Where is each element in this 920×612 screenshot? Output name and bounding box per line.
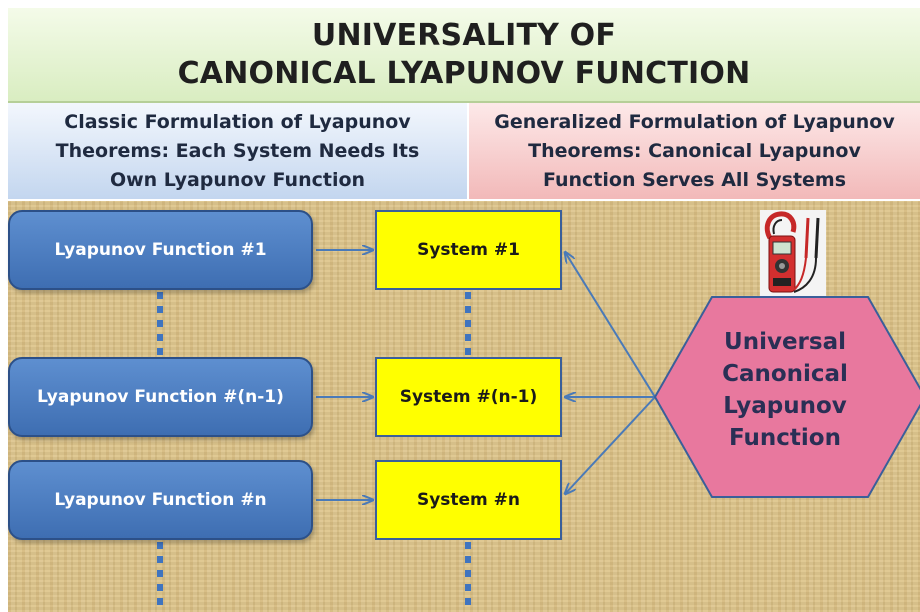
universal-label-line-2: Canonical — [722, 361, 848, 387]
lyapunov-function-label: Lyapunov Function #n — [54, 490, 267, 510]
clamp-meter-icon — [760, 210, 826, 296]
lyapunov-function-box-n-minus-1: Lyapunov Function #(n-1) — [8, 357, 313, 437]
title-line-1: UNIVERSALITY OF — [311, 17, 617, 53]
lyapunov-function-box-n: Lyapunov Function #n — [8, 460, 313, 540]
lyapunov-function-label: Lyapunov Function #(n-1) — [37, 387, 284, 407]
universal-to-system-arrows — [565, 252, 656, 494]
universal-function-label: Universal Canonical Lyapunov Function — [690, 326, 880, 454]
system-box-n: System #n — [375, 460, 562, 540]
generalized-formulation-header: Generalized Formulation of Lyapunov Theo… — [469, 103, 920, 199]
universal-hexagon — [653, 296, 920, 498]
classic-header-line-1: Classic Formulation of Lyapunov — [64, 110, 411, 133]
classic-formulation-header: Classic Formulation of Lyapunov Theorems… — [8, 103, 467, 199]
system-box-n-minus-1: System #(n-1) — [375, 357, 562, 437]
lyapunov-function-box-1: Lyapunov Function #1 — [8, 210, 313, 290]
title-line-2: CANONICAL LYAPUNOV FUNCTION — [177, 55, 751, 91]
generalized-header-line-2: Theorems: Canonical Lyapunov — [528, 139, 861, 162]
dotted-continuation-lines — [157, 292, 471, 612]
title-band: UNIVERSALITY OF CANONICAL LYAPUNOV FUNCT… — [8, 8, 920, 103]
classic-header-line-3: Own Lyapunov Function — [109, 168, 366, 191]
universal-label-line-3: Lyapunov — [723, 393, 847, 419]
universal-label-line-1: Universal — [724, 329, 846, 355]
classic-header-line-2: Theorems: Each System Needs Its — [55, 139, 420, 162]
generalized-header-line-1: Generalized Formulation of Lyapunov — [494, 110, 895, 133]
lyapunov-function-label: Lyapunov Function #1 — [54, 240, 267, 260]
system-label: System #n — [416, 490, 521, 510]
universal-label-line-4: Function — [728, 425, 841, 451]
system-label: System #1 — [417, 240, 520, 260]
system-box-1: System #1 — [375, 210, 562, 290]
function-to-system-arrows — [316, 250, 373, 500]
system-label: System #(n-1) — [399, 387, 538, 407]
generalized-header-line-3: Function Serves All Systems — [542, 168, 847, 191]
